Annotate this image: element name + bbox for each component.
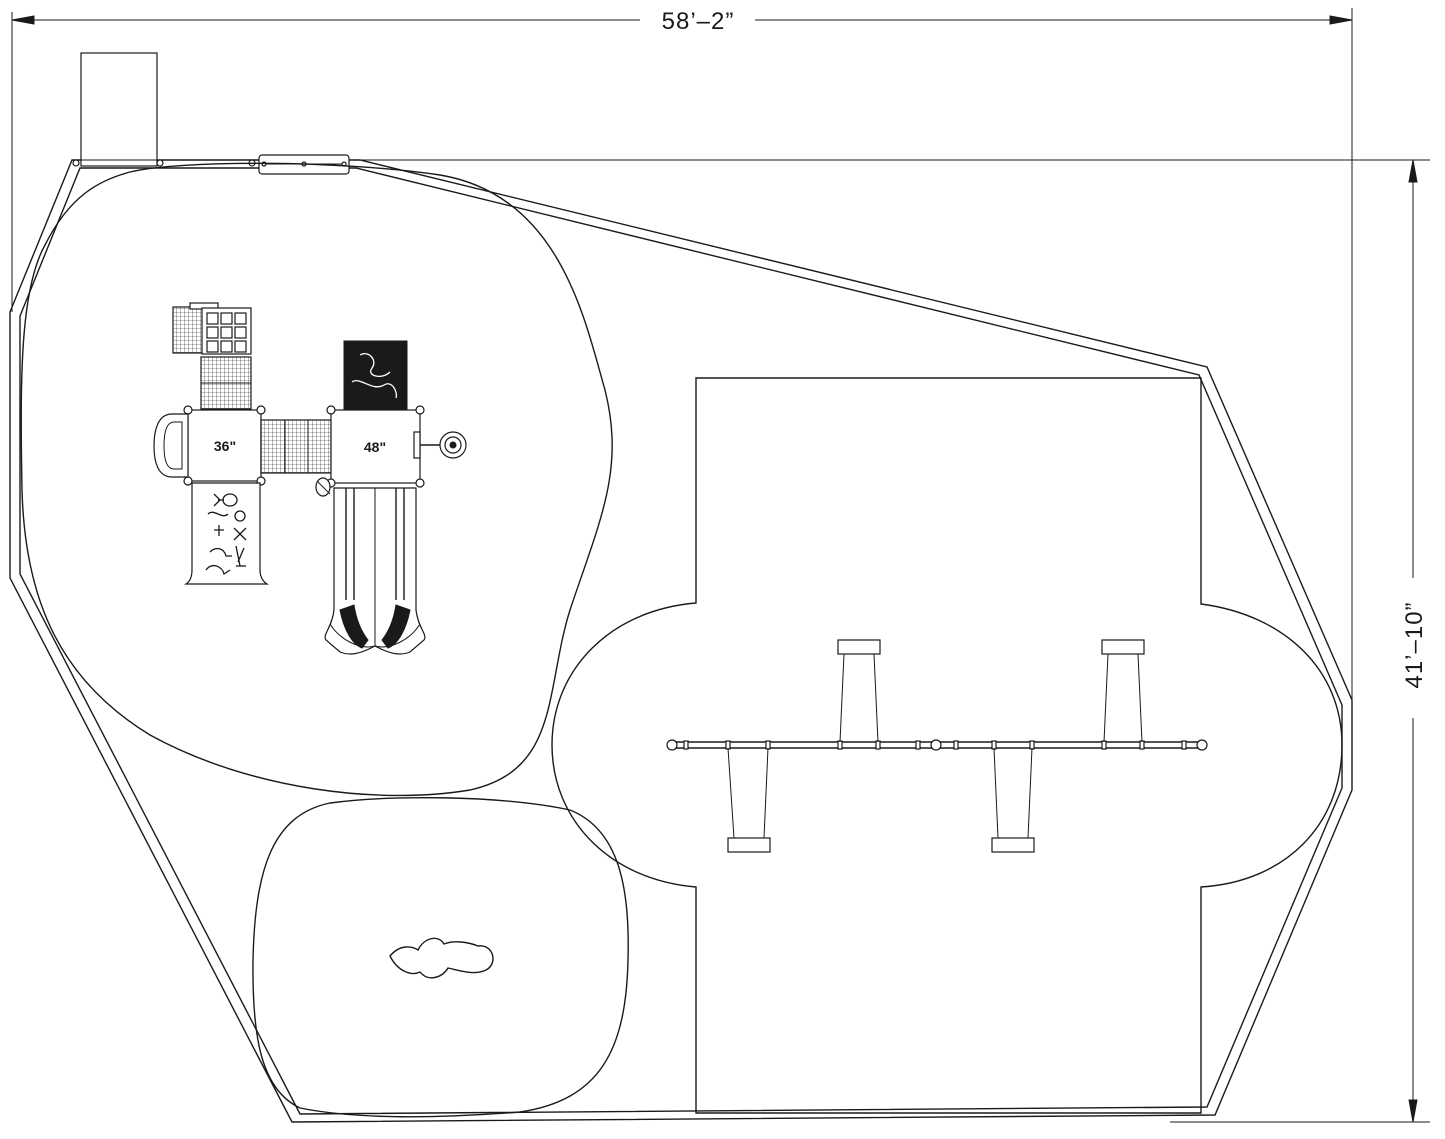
boundary-border bbox=[9, 159, 1353, 1123]
width-dimension-label: 58’–2” bbox=[662, 8, 735, 35]
swing-seat bbox=[1101, 639, 1145, 743]
deck-36 bbox=[187, 409, 262, 482]
swing-seat bbox=[837, 639, 881, 743]
deck-handle-loop bbox=[153, 413, 189, 478]
deck-48-label: 48" bbox=[364, 439, 386, 455]
swing-seat bbox=[991, 747, 1035, 853]
slide-right-double bbox=[324, 487, 426, 655]
deck-48 bbox=[330, 409, 421, 484]
overall-height-dimension: 41’–10” bbox=[200, 159, 1430, 1123]
slide-decoration-icons bbox=[205, 493, 247, 576]
spring-rider-safety-zone bbox=[252, 796, 629, 1118]
roof-panel bbox=[343, 340, 408, 410]
bridge bbox=[260, 419, 332, 474]
playstructure-safety-zone bbox=[20, 162, 613, 797]
entry-ramp bbox=[72, 52, 256, 167]
slide-left bbox=[184, 482, 269, 585]
overall-width-dimension: 58’–2” bbox=[11, 8, 1353, 700]
play-structure: 36" 48" bbox=[153, 302, 467, 655]
swing-seat bbox=[727, 747, 771, 853]
deck-36-label: 36" bbox=[214, 438, 236, 454]
height-dimension-label: 41’–10” bbox=[1401, 601, 1428, 688]
steering-wheel bbox=[413, 431, 467, 459]
swing-set bbox=[666, 639, 1208, 853]
small-wheel bbox=[315, 477, 331, 497]
fish-spring-rider bbox=[389, 937, 494, 979]
swing-safety-zone bbox=[551, 377, 1343, 1114]
climber-panel bbox=[172, 306, 204, 354]
